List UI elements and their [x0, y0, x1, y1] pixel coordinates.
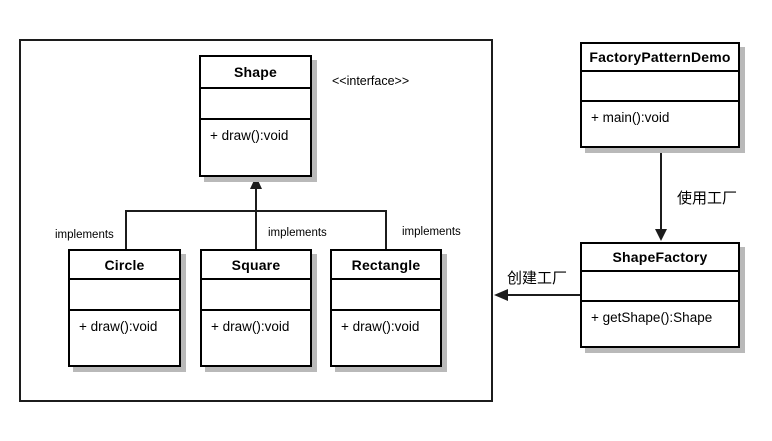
class-shape-factory-method: + getShape():Shape [591, 310, 713, 325]
class-rectangle-attributes [332, 280, 440, 311]
class-shape-factory-name: ShapeFactory [582, 244, 738, 272]
interface-stereotype-label: <<interface>> [332, 74, 410, 88]
use-factory-label: 使用工厂 [677, 190, 738, 207]
implements-label-square: implements [268, 227, 327, 239]
class-circle-attributes [70, 280, 179, 311]
class-square-name: Square [202, 251, 310, 280]
class-shape-attributes [201, 89, 310, 120]
class-shape-factory: ShapeFactory + getShape():Shape [580, 242, 740, 348]
class-square: Square + draw():void [200, 249, 312, 367]
class-factory-pattern-demo-method: + main():void [591, 110, 670, 125]
class-circle-name: Circle [70, 251, 179, 280]
class-circle-method: + draw():void [79, 319, 158, 334]
create-factory-label: 创建工厂 [507, 270, 568, 287]
class-factory-pattern-demo: FactoryPatternDemo + main():void [580, 42, 740, 148]
class-shape-name: Shape [201, 57, 310, 89]
class-circle: Circle + draw():void [68, 249, 181, 367]
class-rectangle-name: Rectangle [332, 251, 440, 280]
class-square-method: + draw():void [211, 319, 290, 334]
shapes-package-container [19, 39, 493, 402]
class-factory-pattern-demo-name: FactoryPatternDemo [582, 44, 738, 72]
class-shape-method: + draw():void [210, 128, 289, 143]
class-shape-factory-attributes [582, 272, 738, 302]
class-rectangle-method: + draw():void [341, 319, 420, 334]
class-factory-pattern-demo-attributes [582, 72, 738, 102]
class-square-attributes [202, 280, 310, 311]
class-rectangle: Rectangle + draw():void [330, 249, 442, 367]
implements-label-circle: implements [55, 229, 114, 241]
arrowhead-left-container [494, 289, 508, 301]
arrowhead-down-shapefactory [655, 229, 667, 241]
class-shape: Shape + draw():void [199, 55, 312, 177]
implements-label-rectangle: implements [402, 226, 461, 238]
